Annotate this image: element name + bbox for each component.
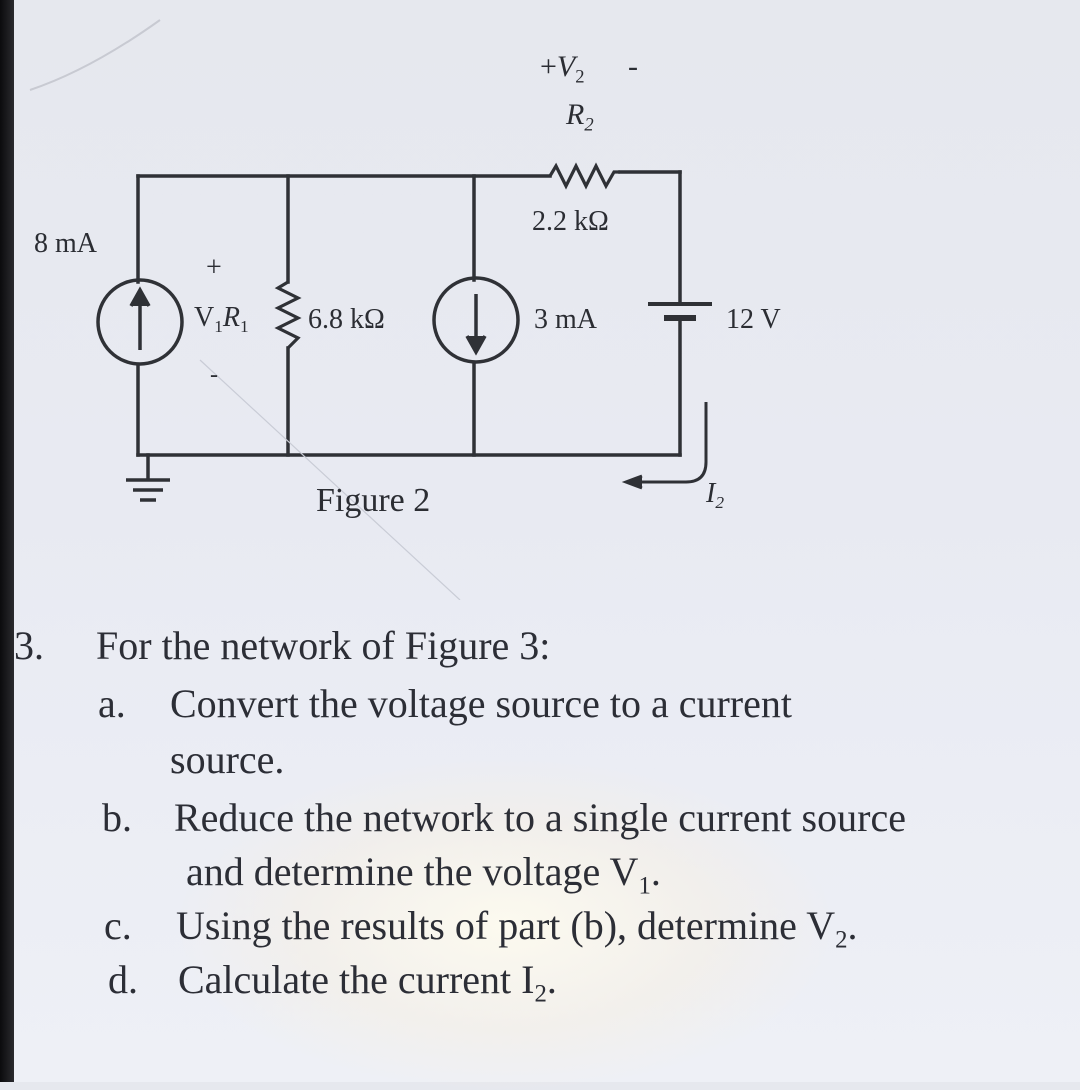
part-d-text-end: . [546,957,557,1002]
label-source-3ma: 3 mA [534,304,597,335]
label-r2-symbol: R [566,98,585,131]
label-v2: +V2 [540,50,585,89]
part-c-text: Using the results of part (b), determine… [176,902,858,955]
label-r1-sub: 1 [240,317,249,337]
current-arrow-i2 [621,402,708,490]
part-d-text-main: Calculate the current I [178,957,535,1002]
screen-glare [180,760,830,1090]
part-b-line2-end: . [650,849,661,894]
battery-12v [648,302,712,321]
part-b-line2-text: and determine the voltage V [186,849,639,894]
part-c-letter: c. [104,903,132,948]
part-c-text-sub: 2 [835,926,848,954]
label-v1: V [194,302,215,333]
label-v1-minus: - [210,362,218,388]
label-v1-sub: 1 [214,317,223,337]
part-d-letter: d. [108,957,138,1002]
screen-bezel [0,0,14,1082]
part-d-text-sub: 2 [534,980,547,1008]
part-a-letter: a. [98,681,126,726]
label-battery: 12 V [726,304,781,335]
ground-symbol [126,478,170,502]
label-v2-symbol: V [556,50,576,83]
part-b-line2-sub: 1 [638,872,651,900]
label-r1: R [222,302,241,333]
label-i2-sub: 2 [715,493,725,513]
label-source-8ma: 8 mA [34,228,97,259]
label-v2-minus: - [628,50,638,83]
label-i2-symbol: I [706,478,716,509]
current-source-8ma [96,278,184,366]
resistor-r1 [274,280,302,350]
circuit-diagram [29,19,712,600]
resistor-r2 [548,162,620,190]
label-r2-value: 2.2 kΩ [532,206,609,237]
label-i2: I2 [706,478,724,513]
part-c-text-end: . [847,903,858,948]
part-a-line1: Convert the voltage source to a current [170,681,792,726]
part-a-line2: source. [170,737,285,782]
label-r1-value: 6.8 kΩ [308,304,385,335]
label-v1-plus: + [206,252,222,283]
label-v1-r1: V1R1 [194,302,249,337]
figure-caption: Figure 2 [316,482,431,519]
label-v2-sub: 2 [575,66,585,88]
label-r2-sub: 2 [584,114,594,136]
part-b-line2: and determine the voltage V1. [186,848,661,901]
label-r2: R2 [566,98,594,137]
problem-number: 3. [14,623,44,668]
part-c-text-main: Using the results of part (b), determine… [176,903,836,948]
part-b-line1: Reduce the network to a single current s… [174,795,906,840]
problem-intro: For the network of Figure 3: [96,623,551,668]
label-v2-plus: + [540,50,557,83]
part-d-text: Calculate the current I2. [178,956,557,1009]
current-source-3ma [432,276,520,364]
part-b-letter: b. [102,795,132,840]
